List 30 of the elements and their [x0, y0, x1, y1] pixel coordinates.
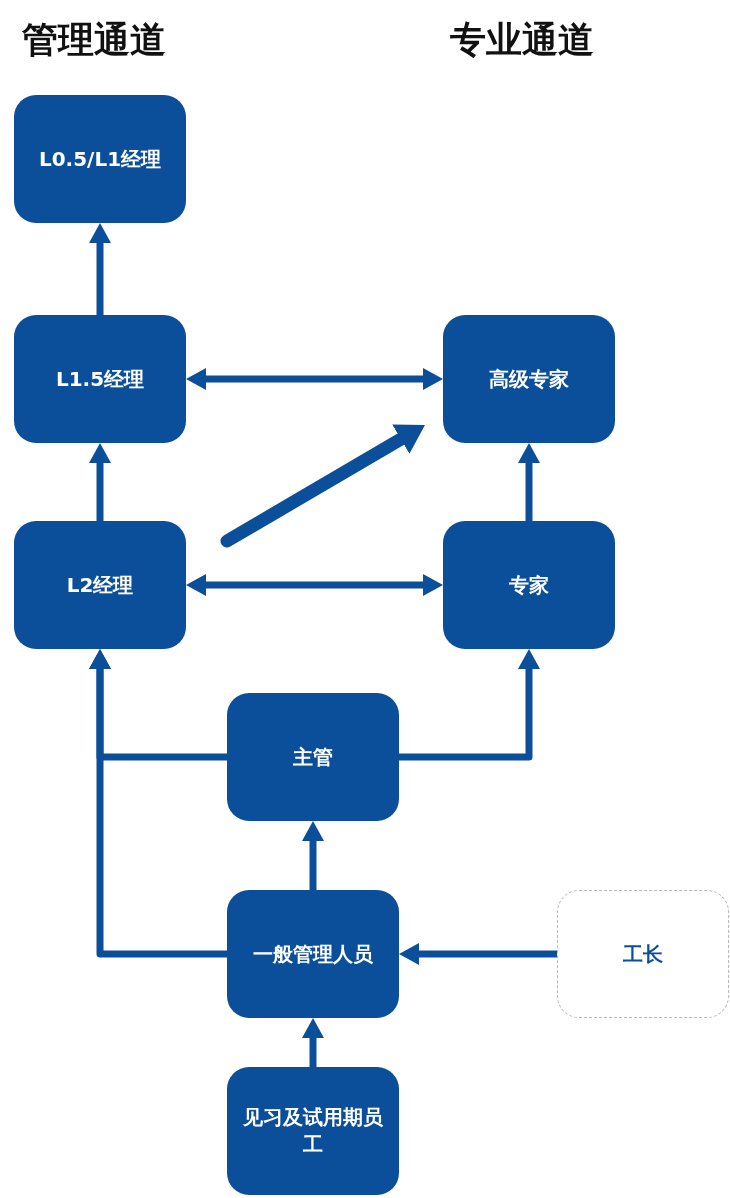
process-box	[443, 315, 615, 443]
process-box	[557, 890, 729, 1018]
column-heading: 专业通道	[450, 18, 594, 62]
box-label: L1.5经理	[55, 365, 145, 393]
box-label: 工长	[623, 940, 663, 968]
process-box	[14, 521, 186, 649]
arrow	[186, 368, 443, 390]
box-label: 见习及试用期员工	[242, 1104, 384, 1158]
arrow	[89, 649, 227, 958]
box-label: 专家	[509, 571, 549, 599]
arrow	[186, 574, 443, 596]
box-label: L0.5/L1经理	[38, 145, 162, 173]
process-box	[227, 693, 399, 821]
arrow	[518, 443, 540, 521]
arrow	[89, 443, 111, 521]
process-box	[14, 95, 186, 223]
arrow	[302, 1018, 324, 1067]
box-label: L2经理	[66, 571, 134, 599]
process-box	[227, 890, 399, 1018]
box-label: 高级专家	[489, 365, 569, 393]
arrow	[399, 943, 557, 965]
arrow	[399, 649, 540, 761]
box-label: 主管	[293, 743, 333, 771]
arrow	[302, 821, 324, 890]
box-label: 一般管理人员	[253, 940, 373, 968]
process-box	[443, 521, 615, 649]
arrow	[89, 223, 111, 315]
process-box	[14, 315, 186, 443]
column-heading: 管理通道	[22, 18, 166, 62]
process-box	[227, 1067, 399, 1195]
